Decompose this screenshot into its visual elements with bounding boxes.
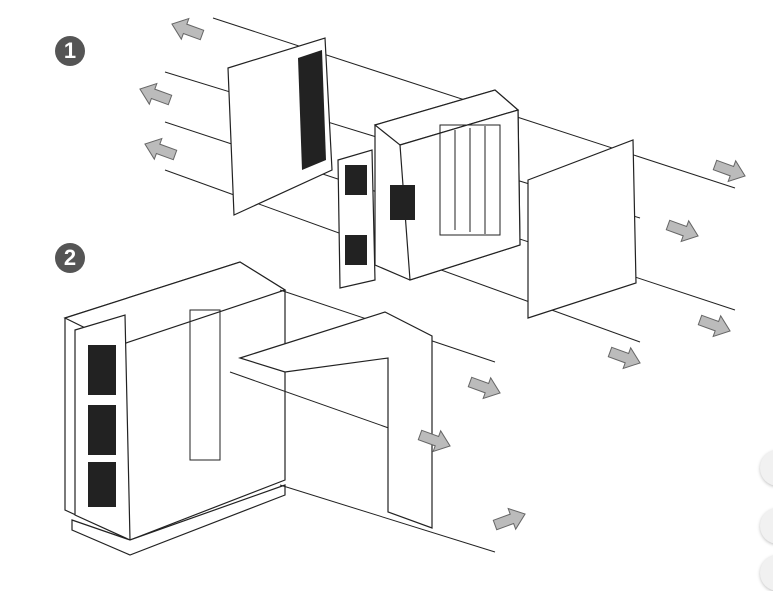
case-step1 <box>337 89 521 289</box>
arrow-icon <box>605 341 645 374</box>
step-badge-2: 2 <box>55 243 85 273</box>
arrow-icon <box>490 503 530 536</box>
arrow-icon <box>710 154 750 187</box>
arrow-icon <box>167 13 207 46</box>
exploded-assembly-diagram <box>63 13 750 556</box>
arrows-step2 <box>415 371 530 536</box>
arrow-icon <box>695 309 735 342</box>
right-side-panel-step1 <box>527 139 637 319</box>
arrow-icon <box>140 133 180 166</box>
arrow-icon <box>135 78 175 111</box>
floating-action-button[interactable] <box>760 508 773 544</box>
arrow-icon <box>465 371 505 404</box>
left-side-panel-step1 <box>227 37 333 216</box>
step-badge-1: 1 <box>55 36 85 66</box>
arrow-icon <box>663 214 703 247</box>
case-step2 <box>63 261 287 556</box>
glass-door-panel-step2 <box>237 311 433 529</box>
floating-action-button[interactable] <box>760 450 773 486</box>
